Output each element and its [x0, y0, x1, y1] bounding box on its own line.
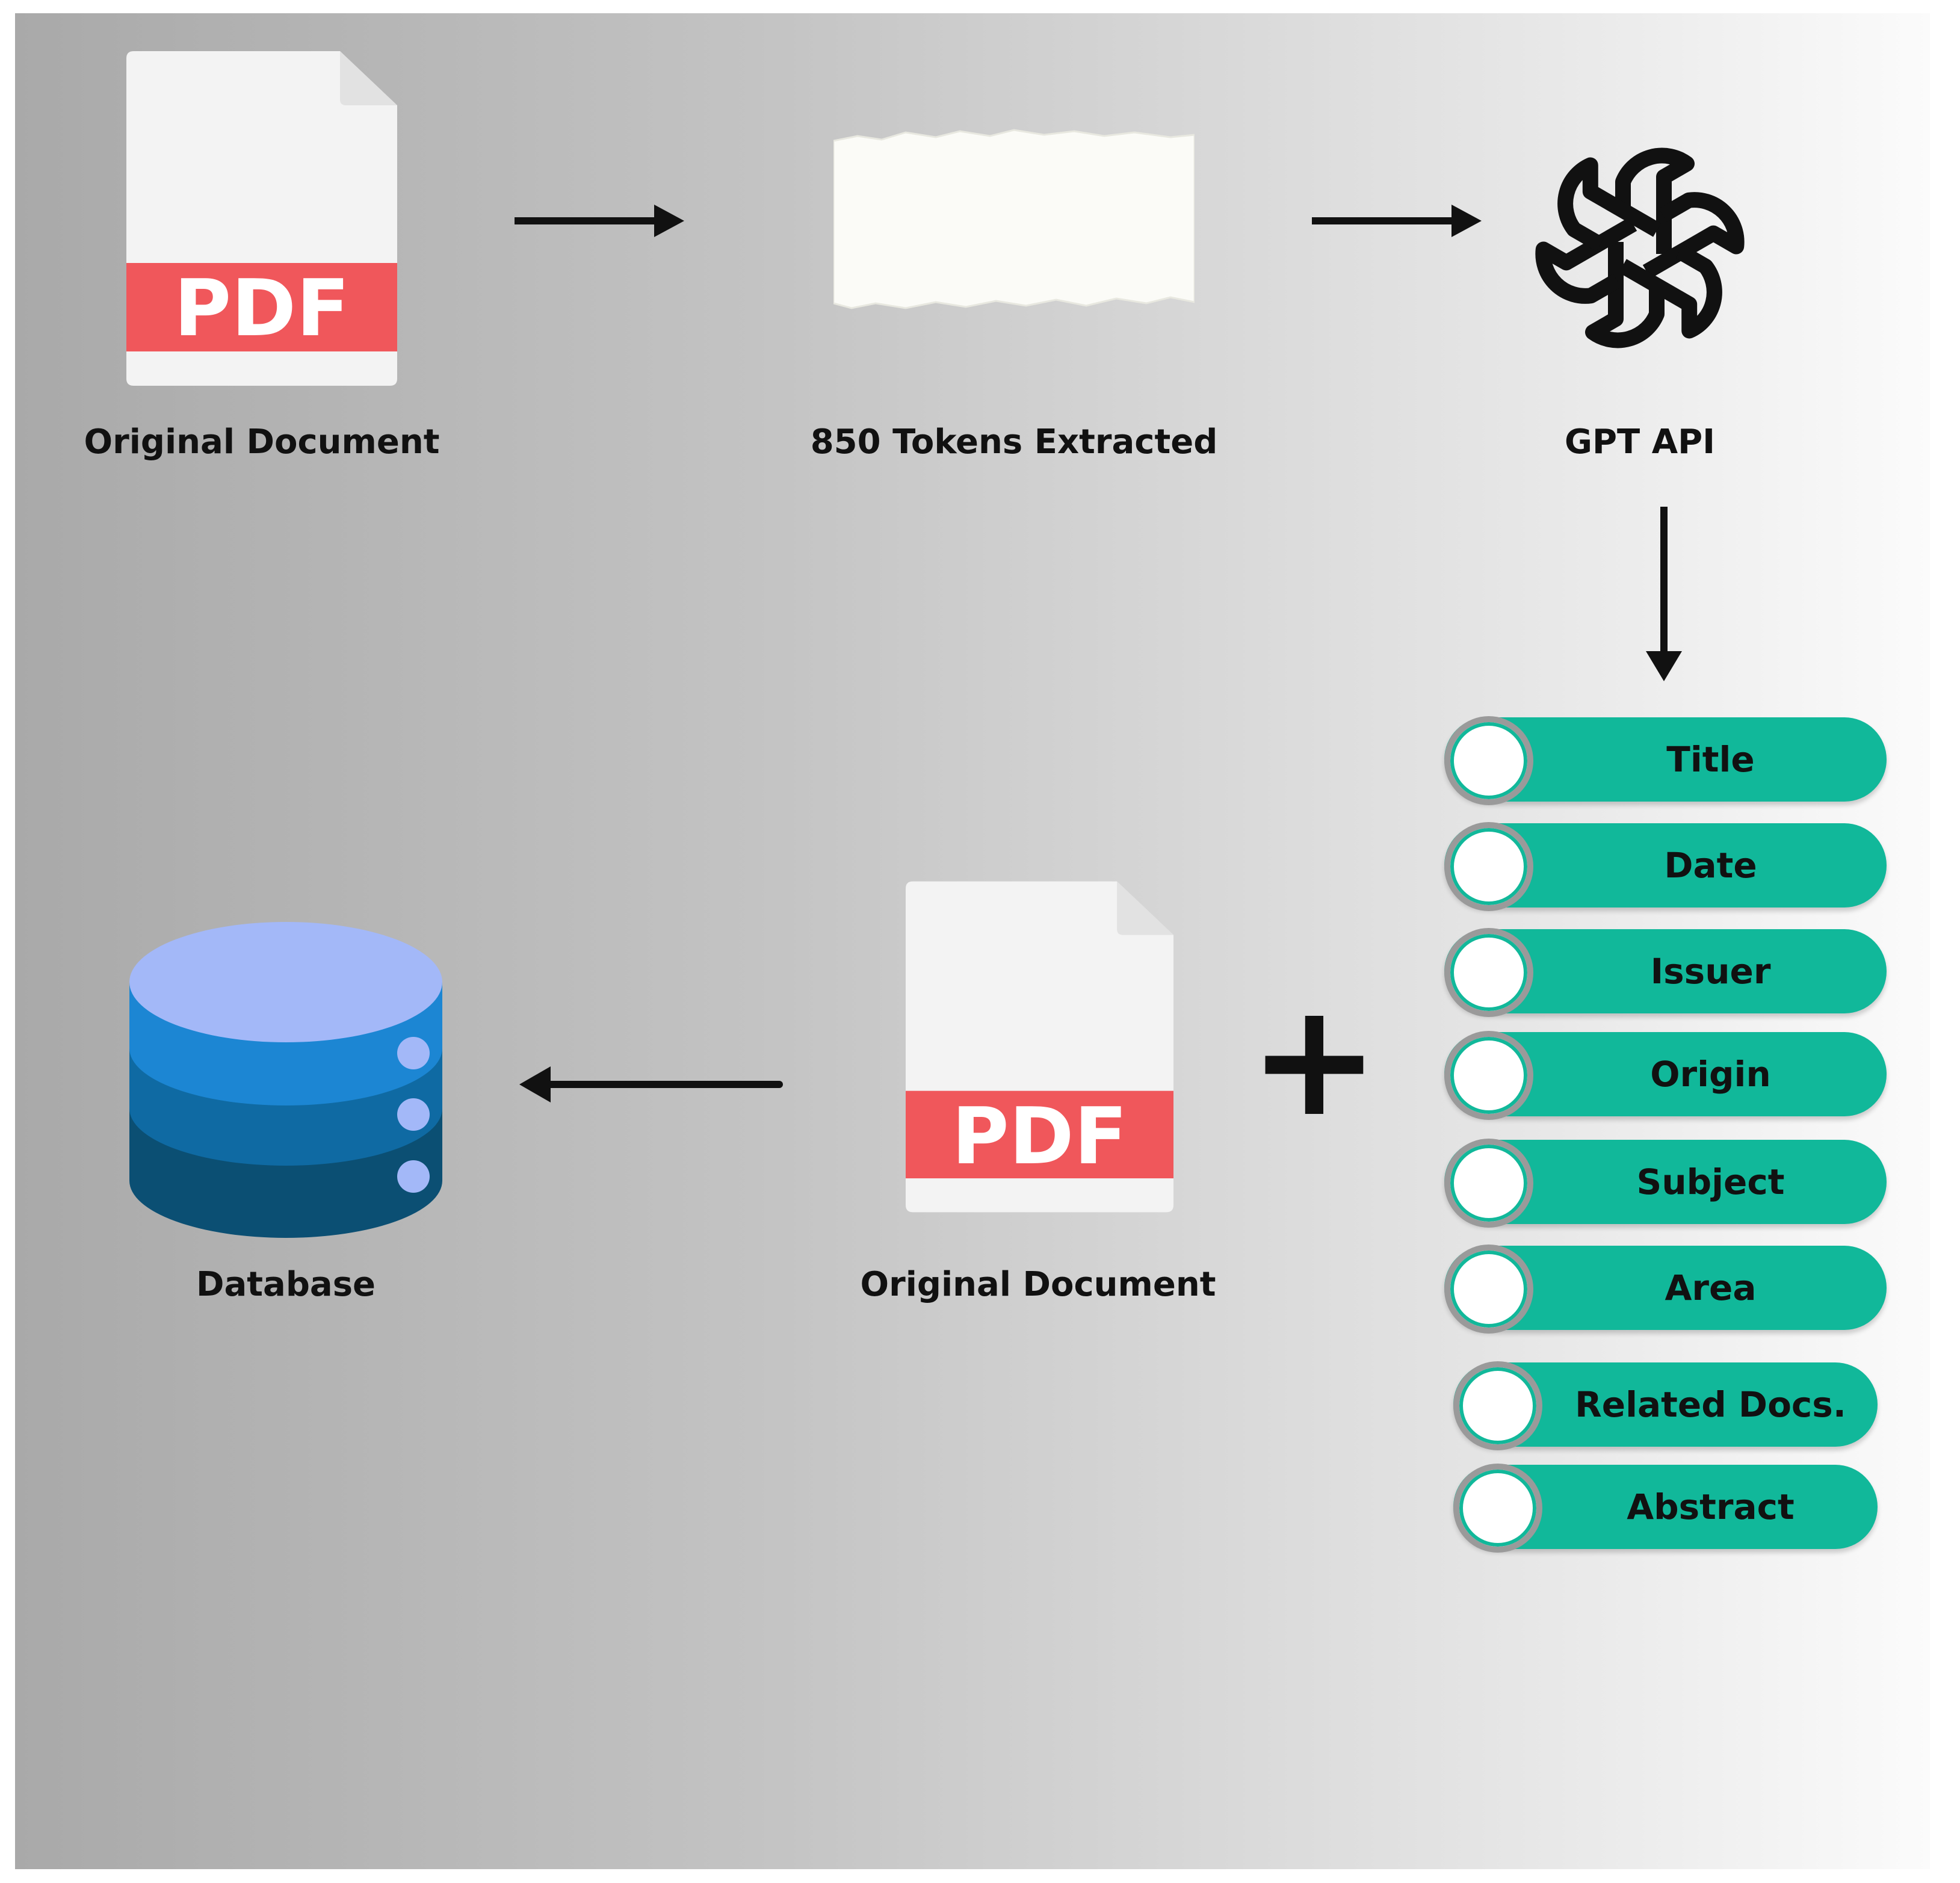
field-issuer: Issuer [1444, 928, 1887, 1017]
gpt-api-label: GPT API [1565, 422, 1715, 462]
toggle-knob [1444, 928, 1533, 1017]
arrow-right-icon [515, 205, 684, 237]
field-area: Area [1444, 1245, 1887, 1334]
arrow-down-icon [1646, 507, 1682, 681]
field-label: Subject [1636, 1161, 1785, 1202]
field-label: Area [1665, 1267, 1757, 1308]
toggle-knob [1444, 822, 1533, 911]
toggle-knob [1444, 716, 1533, 805]
field-label: Date [1664, 845, 1757, 886]
toggle-knob [1444, 1031, 1533, 1120]
arrow-right-icon [1312, 205, 1482, 237]
tokens-extracted-label: 850 Tokens Extracted [810, 422, 1218, 462]
field-label: Issuer [1650, 951, 1771, 992]
field-origin: Origin [1444, 1031, 1887, 1120]
pdf-badge-text: PDF [174, 262, 350, 354]
toggle-knob [1453, 1361, 1542, 1450]
field-label: Title [1666, 739, 1755, 780]
database-icon [129, 922, 442, 1238]
field-label: Origin [1650, 1054, 1771, 1095]
field-abstract: Abstract [1453, 1464, 1878, 1553]
field-label: Abstract [1627, 1486, 1795, 1527]
torn-paper-icon [833, 129, 1195, 309]
field-date: Date [1444, 822, 1887, 911]
toggle-knob [1453, 1464, 1542, 1553]
pdf-file-icon: PDF [126, 51, 397, 386]
original-document-label: Original Document [84, 422, 440, 462]
field-label: Related Docs. [1575, 1384, 1846, 1425]
field-subject: Subject [1444, 1139, 1887, 1228]
database-label: Database [196, 1265, 376, 1304]
pdf-badge-text: PDF [951, 1090, 1128, 1182]
field-related-docs: Related Docs. [1453, 1361, 1878, 1450]
toggle-knob [1444, 1245, 1533, 1334]
diagram-canvas: PDF Original Document 850 Tokens Extract… [15, 13, 1930, 1869]
openai-logo-icon [1535, 147, 1745, 348]
arrow-left-icon [519, 1066, 783, 1102]
pdf-file-icon: PDF [906, 880, 1173, 1213]
original-document-label: Original Document [860, 1265, 1216, 1304]
toggle-knob [1444, 1139, 1533, 1228]
field-title: Title [1444, 716, 1887, 805]
plus-icon: + [1249, 969, 1380, 1151]
